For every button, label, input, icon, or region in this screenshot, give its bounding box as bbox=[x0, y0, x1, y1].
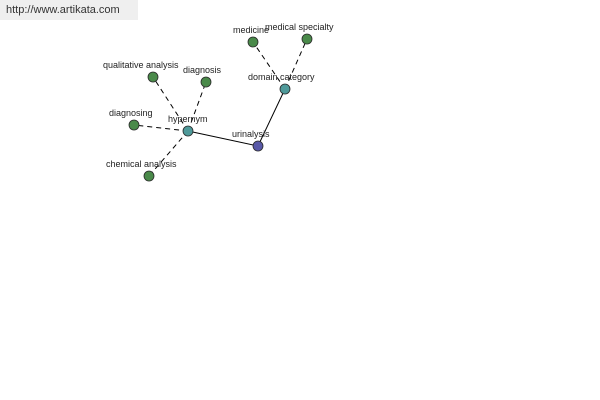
graph-nodes: urinalysis hypernym domain category qualita… bbox=[103, 22, 334, 182]
node-label-medspec[interactable]: medical specialty bbox=[265, 22, 334, 32]
node-medspec[interactable] bbox=[301, 33, 313, 45]
node-label-diagnosis[interactable]: diagnosis bbox=[183, 65, 222, 75]
edge-urinalysis-hypernym bbox=[187, 130, 259, 147]
node-label-domain[interactable]: domain category bbox=[248, 72, 315, 82]
node-label-chem[interactable]: chemical analysis bbox=[106, 159, 177, 169]
edge-urinalysis-domain bbox=[257, 88, 286, 147]
edge-hypernym-chem bbox=[148, 130, 189, 177]
node-label-hypernym[interactable]: hypernym bbox=[168, 114, 208, 124]
node-chem[interactable] bbox=[143, 170, 155, 182]
edge-hypernym-diagnosing bbox=[133, 124, 189, 132]
source-url[interactable]: http://www.artikata.com bbox=[0, 0, 138, 20]
node-diagnosis[interactable] bbox=[200, 76, 212, 88]
node-hypernym[interactable] bbox=[182, 125, 194, 137]
edge-hypernym-qual bbox=[152, 76, 189, 132]
edge-domain-medicine bbox=[252, 41, 286, 90]
node-medicine[interactable] bbox=[247, 36, 259, 48]
node-urinalysis[interactable] bbox=[252, 140, 264, 152]
node-label-urinalysis[interactable]: urinalysis bbox=[232, 129, 270, 139]
node-domain[interactable] bbox=[279, 83, 291, 95]
node-qual[interactable] bbox=[147, 71, 159, 83]
graph-edges bbox=[133, 38, 308, 177]
node-label-medicine[interactable]: medicine bbox=[233, 25, 269, 35]
edge-domain-medspec bbox=[284, 38, 308, 90]
node-label-diagnosing[interactable]: diagnosing bbox=[109, 108, 153, 118]
node-diagnosing[interactable] bbox=[128, 119, 140, 131]
node-label-qual[interactable]: qualitative analysis bbox=[103, 60, 179, 70]
